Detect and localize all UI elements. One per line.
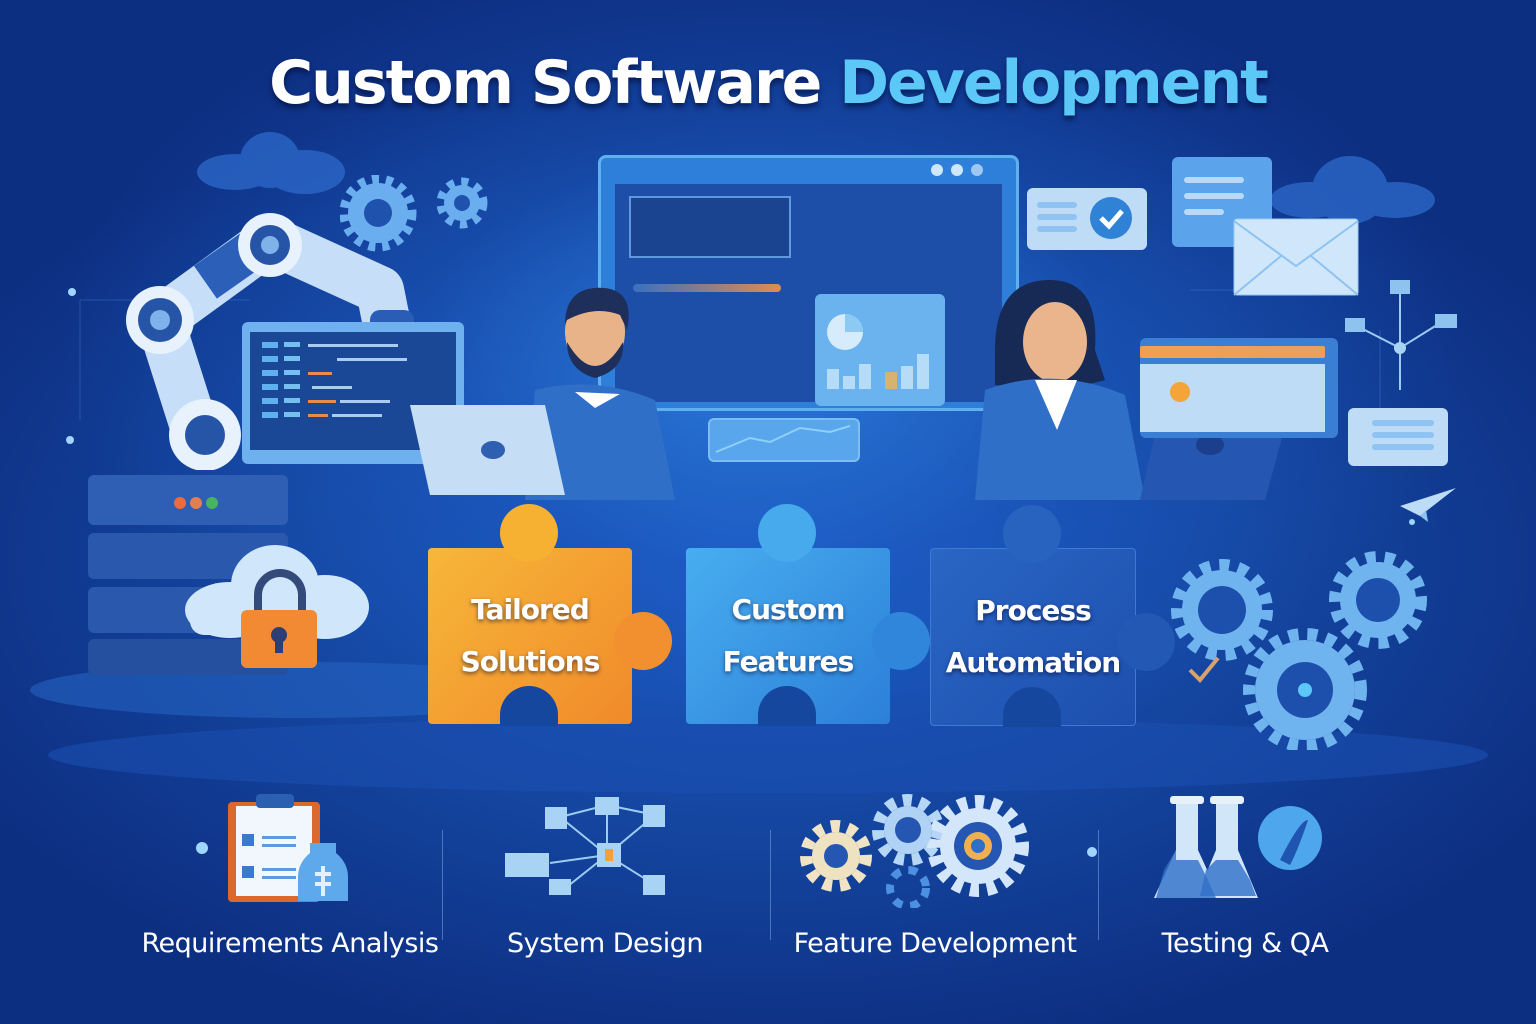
piece-label-line1: Process (975, 594, 1091, 627)
piece-label-line1: Tailored (471, 593, 590, 626)
puzzle-knob (500, 504, 558, 562)
puzzle-notch (1003, 687, 1061, 727)
network-tree-icon (1345, 280, 1457, 390)
puzzle-knob (614, 612, 672, 670)
puzzle-piece-tailored-solutions: Tailored Solutions (428, 504, 672, 726)
lab-flask-icon (1154, 796, 1322, 898)
developer-man-illustration (410, 287, 675, 500)
network-diagram-icon (505, 797, 665, 895)
puzzle-notch (758, 686, 816, 726)
window-dot (951, 164, 963, 176)
piece-label-line2: Features (722, 645, 855, 678)
clipboard-checklist-icon (228, 794, 348, 902)
window-dot (931, 164, 943, 176)
list-card (1348, 408, 1448, 466)
title-accent: Development (839, 48, 1269, 118)
status-led-orange (190, 497, 202, 509)
puzzle-knob (758, 504, 816, 562)
piece-label-line2: Solutions (460, 645, 601, 678)
code-lines (262, 342, 407, 418)
status-led-red (174, 497, 186, 509)
puzzle-piece-custom-features: Custom Features (686, 504, 930, 726)
feature-label-feature-development: Feature Development (793, 928, 1077, 959)
envelope-icon (1233, 218, 1359, 296)
piece-label-line1: Custom (731, 593, 846, 626)
progress-strip (633, 284, 781, 292)
puzzle-notch (500, 686, 558, 726)
trend-monitor (708, 418, 860, 462)
title-main: Custom Software (269, 48, 840, 118)
feature-label-testing-qa: Testing & QA (1161, 928, 1329, 959)
dashboard-monitor (598, 155, 1019, 411)
gears-cluster-icon (1171, 551, 1427, 750)
dashboard-screen (615, 184, 1002, 406)
gears-icon (340, 175, 488, 252)
puzzle-knob (872, 612, 930, 670)
orange-dot (1170, 382, 1190, 402)
robot-arm-icon (126, 213, 414, 470)
paper-plane-icon (1400, 488, 1456, 522)
checkmark-icon (1090, 197, 1132, 239)
puzzle-piece-process-automation: Process Automation (930, 505, 1175, 727)
puzzle-row: Tailored Solutions Custom Features Proce… (428, 500, 1188, 730)
checkmark-card (1027, 188, 1147, 250)
feature-label-requirements-analysis: Requirements Analysis (141, 928, 439, 959)
page-title: Custom Software Development (0, 48, 1536, 118)
gears-icon (800, 794, 1029, 908)
cloud-lock-icon (185, 545, 369, 668)
status-led-green (206, 497, 218, 509)
line-chart-icon (715, 425, 851, 453)
bar-chart-icon (827, 314, 929, 389)
divider (442, 830, 443, 940)
feature-label-system-design: System Design (507, 928, 704, 959)
text-card (629, 196, 791, 258)
window-dot (971, 164, 983, 176)
chart-card (815, 294, 945, 406)
puzzle-knob (1117, 613, 1175, 671)
web-app-window (1140, 338, 1338, 438)
puzzle-knob (1003, 505, 1061, 563)
divider (1098, 830, 1099, 940)
divider (770, 830, 771, 940)
piece-label-line2: Automation (945, 646, 1121, 679)
